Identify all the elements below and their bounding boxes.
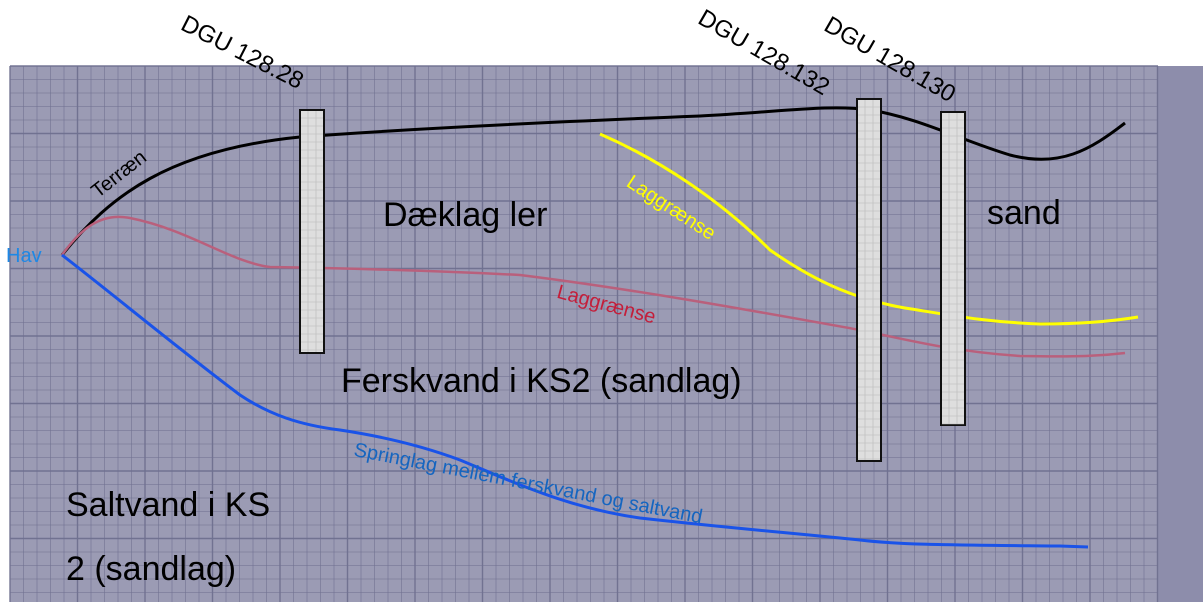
layer-boundary-upper-line xyxy=(599,132,1139,326)
layer-boundary-lower-line xyxy=(60,215,1126,358)
borehole-rect xyxy=(940,111,966,426)
saltwater-zone-label-line1: Saltvand i KS xyxy=(66,486,271,524)
grid-lines xyxy=(9,65,1159,602)
sand-zone-label: sand xyxy=(987,194,1061,232)
borehole-rect xyxy=(856,98,882,462)
boreholes xyxy=(299,98,966,462)
right-panel xyxy=(1158,66,1203,602)
terrain-line xyxy=(60,106,1126,256)
freshwater-zone-label: Ferskvand i KS2 (sandlag) xyxy=(341,362,742,400)
borehole-column-dgu_128_130 xyxy=(940,111,966,426)
borehole-column-dgu_128_28 xyxy=(299,109,325,354)
borehole-rect xyxy=(299,109,325,354)
freshwater-saltwater-interface-line xyxy=(61,253,1089,549)
sea-label: Hav xyxy=(6,245,42,267)
borehole-column-dgu_128_132 xyxy=(856,98,882,462)
clay-cover-zone-label: Dæklag ler xyxy=(383,196,548,234)
saltwater-zone-label-line2: 2 (sandlag) xyxy=(66,550,237,588)
